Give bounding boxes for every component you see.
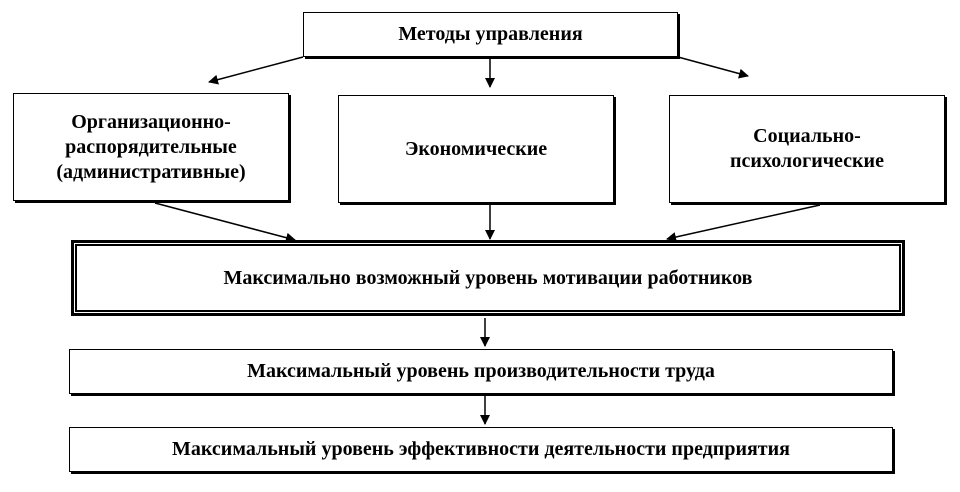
org-methods-box: Организационно- распорядительные (админи…	[13, 93, 289, 201]
org-label-line-3: (административные)	[56, 160, 246, 183]
motivation-box: Максимально возможный уровень мотивации …	[71, 240, 905, 316]
arrow-social-to-motivation	[666, 204, 821, 242]
arrow-methods-to-org	[208, 56, 304, 85]
social-label-line-2: психологические	[730, 150, 884, 172]
productivity-label: Максимальный уровень производительности …	[247, 360, 715, 382]
methods-label: Методы управления	[398, 23, 583, 45]
econ-label: Экономические	[404, 137, 548, 160]
efficiency-box: Максимальный уровень эффективности деяте…	[69, 427, 893, 472]
social-methods-box: Социально- психологические	[669, 95, 945, 203]
org-label-line-2: распорядительные	[65, 135, 237, 158]
org-label-line-1: Организационно-	[71, 110, 231, 133]
arrow-org-to-motivation	[154, 202, 296, 243]
motivation-label: Максимально возможный уровень мотивации …	[223, 266, 753, 289]
arrow-methods-to-social	[677, 56, 749, 79]
productivity-box: Максимальный уровень производительности …	[69, 349, 893, 394]
efficiency-label: Максимальный уровень эффективности деяте…	[172, 438, 790, 460]
methods-box: Методы управления	[303, 12, 678, 57]
social-label-line-1: Социально-	[753, 125, 861, 147]
econ-methods-box: Экономические	[338, 95, 614, 203]
